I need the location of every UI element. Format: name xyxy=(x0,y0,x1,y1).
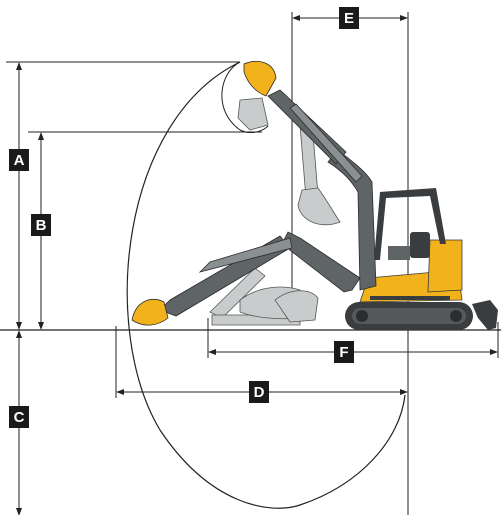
envelope-top-arc xyxy=(221,61,269,134)
working-envelope-outline xyxy=(126,61,406,509)
svg-text:F: F xyxy=(339,344,348,361)
dimension-label-f: F xyxy=(334,341,354,363)
ground-reach-arm xyxy=(159,231,361,317)
dimension-label-e: E xyxy=(339,7,359,29)
undercarriage-tracks xyxy=(345,302,473,330)
upper-structure xyxy=(359,188,463,303)
dimension-label-d: D xyxy=(249,381,269,403)
dimension-label-c: C xyxy=(9,406,29,428)
raised-boom-arm xyxy=(267,89,377,291)
svg-text:E: E xyxy=(344,10,354,27)
raised-bucket xyxy=(243,61,277,97)
dimension-label-b: B xyxy=(31,214,51,236)
svg-text:C: C xyxy=(14,409,25,426)
ground-bucket xyxy=(131,299,169,326)
svg-text:D: D xyxy=(254,384,265,401)
dimension-label-a: A xyxy=(9,149,29,171)
dozer-blade xyxy=(472,300,498,330)
ghost-arm-positions xyxy=(209,97,341,326)
svg-text:B: B xyxy=(36,217,47,234)
svg-text:A: A xyxy=(14,152,25,169)
